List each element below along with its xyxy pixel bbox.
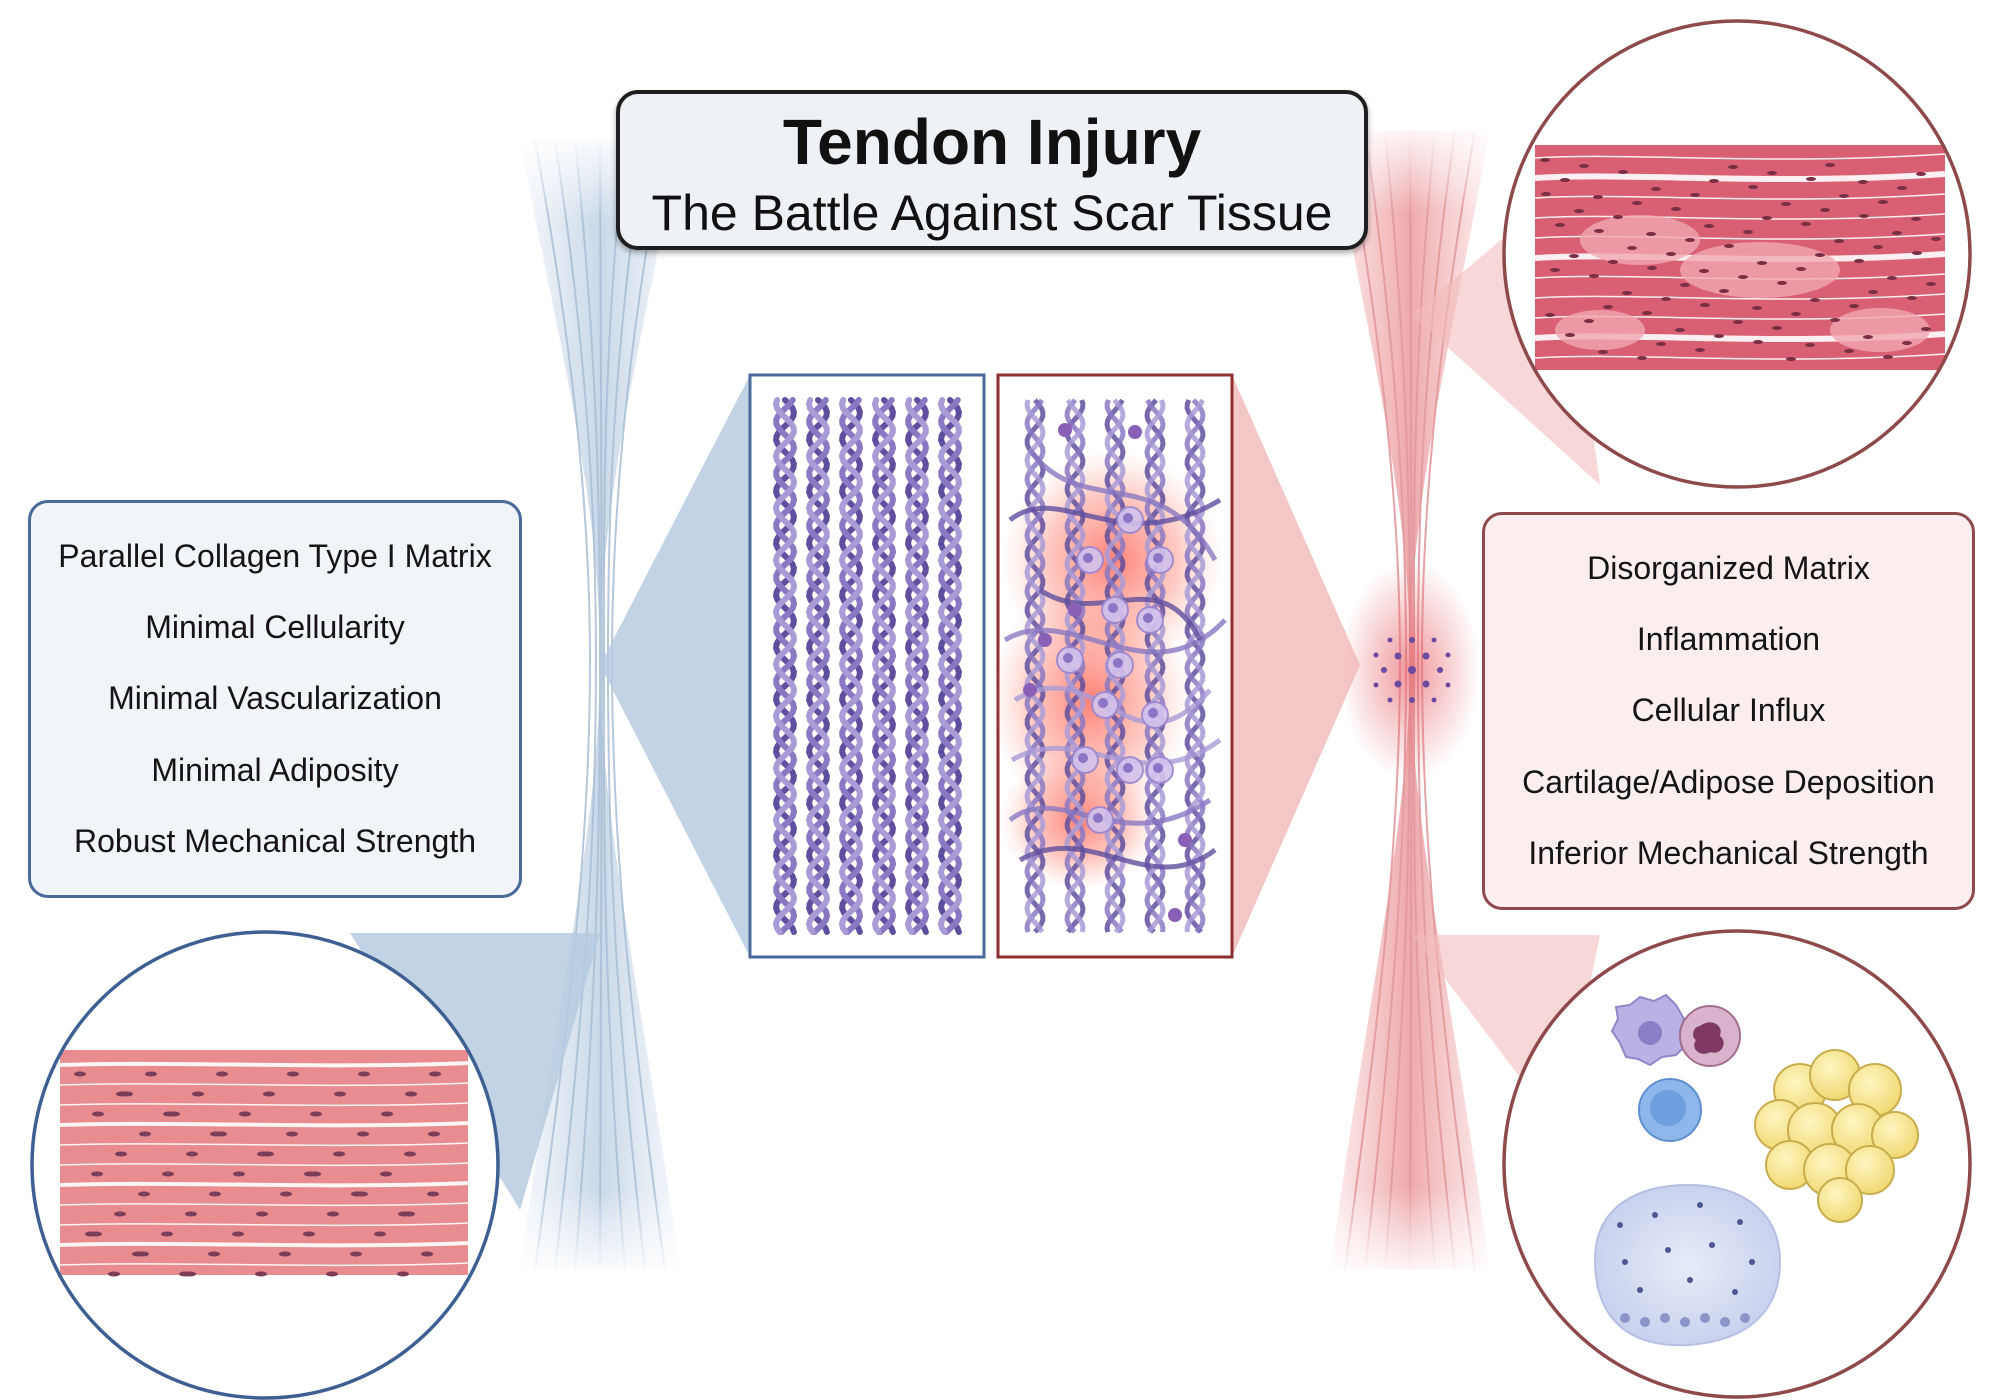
healthy-features-box: Parallel Collagen Type I Matrix Minimal … bbox=[28, 500, 522, 898]
title-box: Tendon Injury The Battle Against Scar Ti… bbox=[616, 90, 1368, 250]
aligned-collagen-fibers-icon bbox=[772, 397, 963, 935]
injured-features-box: Disorganized Matrix Inflammation Cellula… bbox=[1482, 512, 1975, 910]
page-subtitle: The Battle Against Scar Tissue bbox=[651, 185, 1333, 241]
healthy-tissue-histology-icon bbox=[30, 930, 500, 1400]
injury-site-cells-icon bbox=[1373, 637, 1451, 703]
adipocyte-cluster-icon bbox=[1754, 1049, 1919, 1223]
healthy-feature-item: Parallel Collagen Type I Matrix bbox=[58, 538, 492, 575]
injured-feature-item: Cellular Influx bbox=[1631, 692, 1826, 729]
cartilage-matrix-icon bbox=[1593, 1183, 1782, 1347]
immune-cells-icon bbox=[1610, 993, 1741, 1142]
healthy-feature-item: Robust Mechanical Strength bbox=[74, 822, 476, 859]
lower-right-cells-circle bbox=[1502, 929, 1972, 1399]
disorganized-collagen-fibers-icon bbox=[998, 398, 1227, 934]
healthy-feature-item: Minimal Adiposity bbox=[151, 751, 399, 788]
page-title: Tendon Injury bbox=[782, 106, 1202, 178]
healthy-feature-item: Minimal Cellularity bbox=[145, 609, 405, 646]
injured-feature-item: Disorganized Matrix bbox=[1587, 550, 1870, 587]
healthy-feature-item: Minimal Vascularization bbox=[108, 680, 442, 717]
scar-tissue-histology-icon bbox=[1502, 19, 1972, 489]
injured-feature-item: Inflammation bbox=[1636, 621, 1821, 658]
injured-feature-item: Inferior Mechanical Strength bbox=[1528, 834, 1929, 871]
injured-feature-item: Cartilage/Adipose Deposition bbox=[1522, 763, 1935, 800]
